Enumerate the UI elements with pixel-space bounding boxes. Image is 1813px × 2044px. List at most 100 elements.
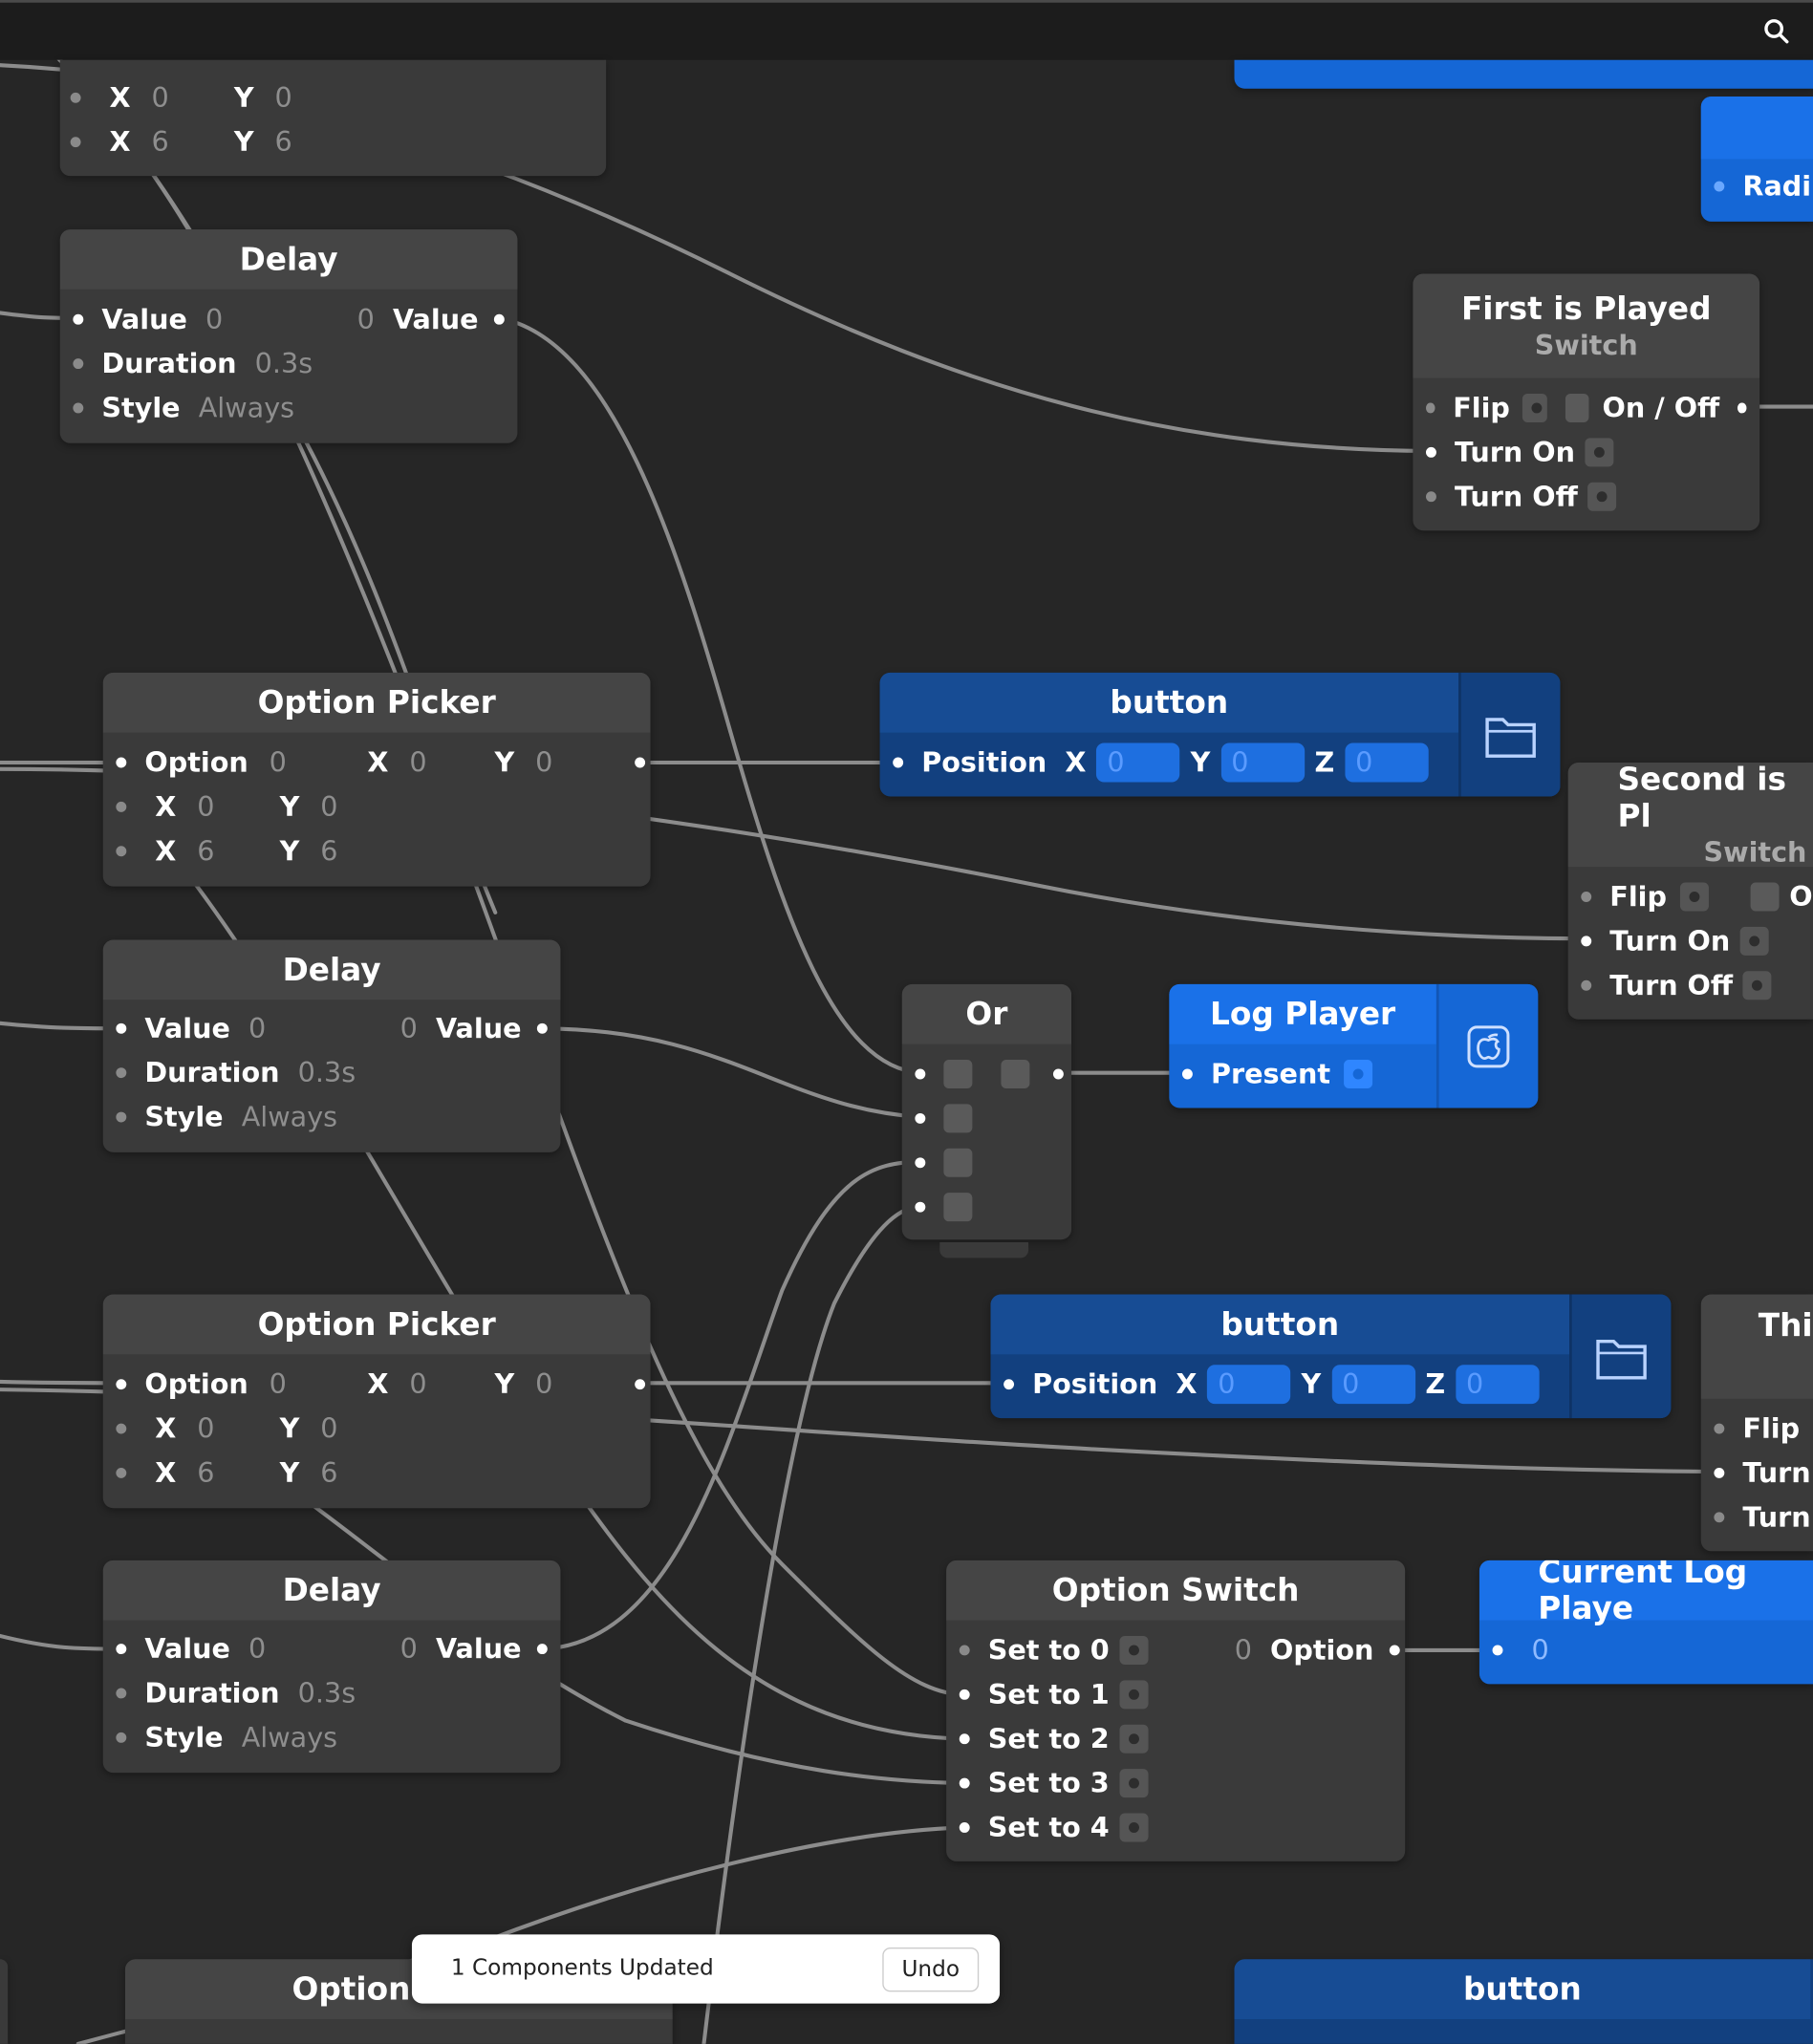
pulse-toggle[interactable] [1119,1813,1149,1842]
input-port[interactable] [116,1379,127,1390]
input-port[interactable] [959,1777,970,1789]
layer-panel[interactable] [1458,672,1561,797]
input-port[interactable] [116,1423,127,1434]
position-y-field[interactable]: 0 [1331,1365,1415,1405]
input-checkbox[interactable] [943,1104,973,1133]
input-port[interactable] [73,313,84,325]
radius-node-partial[interactable]: Radiu [1700,96,1813,222]
output-port[interactable] [635,757,646,768]
input-port[interactable] [116,1067,127,1079]
folder-icon[interactable] [1595,1333,1648,1380]
output-port[interactable] [536,1644,548,1655]
option-picker-node-1[interactable]: Option Picker Option 0 X 0 Y 0 X 0 Y 0 X… [102,672,651,887]
input-port[interactable] [116,1467,127,1478]
input-port[interactable] [1714,181,1725,192]
output-port[interactable] [1389,1645,1400,1656]
delay-node-1[interactable]: Delay Value 0 0 Value Duration 0.3s Styl… [59,229,518,443]
input-port[interactable] [1581,892,1592,902]
position-x-field[interactable]: 0 [1096,742,1180,783]
input-port[interactable] [915,1201,926,1213]
pulse-toggle[interactable] [1587,482,1617,511]
button-layer-node-3-partial[interactable]: button [1234,1959,1813,2044]
input-port[interactable] [1714,1423,1725,1434]
state-checkbox[interactable] [1750,882,1780,912]
input-port[interactable] [1581,979,1592,991]
input-port[interactable] [116,1022,127,1034]
pulse-toggle[interactable] [1119,1769,1149,1798]
input-port[interactable] [116,801,127,812]
input-checkbox[interactable] [943,1193,973,1222]
input-port[interactable] [893,757,904,768]
input-checkbox[interactable] [943,1148,973,1177]
second-is-played-switch-node[interactable]: Second is Pl Switch Flip Or Turn On Turn… [1567,762,1813,1020]
patch-icon[interactable] [1466,1024,1510,1068]
input-port[interactable] [959,1733,970,1745]
input-port[interactable] [1714,1512,1725,1523]
pulse-toggle[interactable] [1743,971,1773,1000]
third-is-played-switch-node-partial[interactable]: Thir Flip Turn Turn [1700,1294,1813,1552]
output-port[interactable] [635,1379,646,1390]
present-pulse[interactable] [1343,1060,1372,1089]
input-port[interactable] [116,1111,127,1123]
button-layer-node-1[interactable]: button Position X 0 Y 0 Z 0 [879,672,1561,797]
state-checkbox[interactable] [1565,393,1589,422]
folder-icon[interactable] [1484,711,1537,758]
input-port[interactable] [116,846,127,857]
position-x-field[interactable]: 0 [1207,1365,1291,1405]
output-port[interactable] [1737,402,1747,414]
input-port[interactable] [959,1822,970,1833]
button-layer-node-2[interactable]: button Position X 0 Y 0 Z 0 [990,1294,1672,1419]
input-port[interactable] [1581,936,1592,947]
pulse-toggle[interactable] [1585,438,1614,467]
pulse-toggle[interactable] [1119,1724,1149,1754]
current-log-player-node[interactable]: Current Log Playe 0 [1478,1560,1813,1685]
input-port[interactable] [116,1732,127,1743]
undo-button[interactable]: Undo [882,1947,980,1992]
pulse-toggle[interactable] [1740,926,1770,956]
input-checkbox[interactable] [943,1060,973,1089]
input-port[interactable] [1181,1068,1193,1080]
input-port[interactable] [1425,446,1436,458]
input-port[interactable] [73,402,84,414]
input-port[interactable] [1714,1467,1725,1478]
output-port[interactable] [536,1022,548,1034]
pulse-toggle[interactable] [1679,882,1709,912]
position-node-partial[interactable] [1234,59,1813,89]
option-switch-node[interactable]: Option Switch Set to 0 0 Option Set to 1… [946,1560,1406,1861]
pulse-toggle[interactable] [1119,1635,1149,1665]
position-y-field[interactable]: 0 [1220,742,1305,783]
position-z-field[interactable]: 0 [1456,1365,1540,1405]
pulse-toggle[interactable] [1119,1680,1149,1710]
input-port[interactable] [915,1068,926,1080]
delay-node-2[interactable]: Delay Value 0 0 Value Duration 0.3s Styl… [102,939,561,1152]
input-port[interactable] [116,1688,127,1699]
input-port[interactable] [915,1112,926,1124]
output-port[interactable] [1052,1068,1064,1080]
input-port[interactable] [959,1645,970,1656]
input-port[interactable] [70,92,81,103]
input-port[interactable] [116,757,127,768]
input-port[interactable] [1425,402,1435,414]
input-port[interactable] [1004,1379,1015,1390]
input-port[interactable] [116,1644,127,1655]
output-port[interactable] [493,313,505,325]
patch-panel[interactable] [1435,983,1539,1108]
log-player-node[interactable]: Log Player Present [1169,983,1539,1108]
input-port[interactable] [959,1689,970,1700]
delay-node-3[interactable]: Delay Value 0 0 Value Duration 0.3s Styl… [102,1560,561,1774]
add-input-handle[interactable] [939,1241,1029,1259]
input-port[interactable] [73,358,84,370]
input-port[interactable] [1492,1645,1503,1656]
option-picker-node-2[interactable]: Option Picker Option 0 X 0 Y 0 X 0 Y 0 X… [102,1294,651,1509]
input-port[interactable] [70,137,81,148]
or-node[interactable]: Or [901,983,1072,1240]
pulse-toggle[interactable] [1522,393,1547,422]
option-picker-node-partial[interactable]: X 0 Y 0 X 6 Y 6 [59,59,607,177]
position-z-field[interactable]: 0 [1345,742,1429,783]
search-icon[interactable] [1763,18,1789,44]
input-port[interactable] [915,1157,926,1169]
input-port[interactable] [1425,491,1436,503]
first-is-played-switch-node[interactable]: First is Played Switch Flip On / Off Tur… [1413,273,1760,531]
layer-panel[interactable] [1569,1294,1672,1419]
